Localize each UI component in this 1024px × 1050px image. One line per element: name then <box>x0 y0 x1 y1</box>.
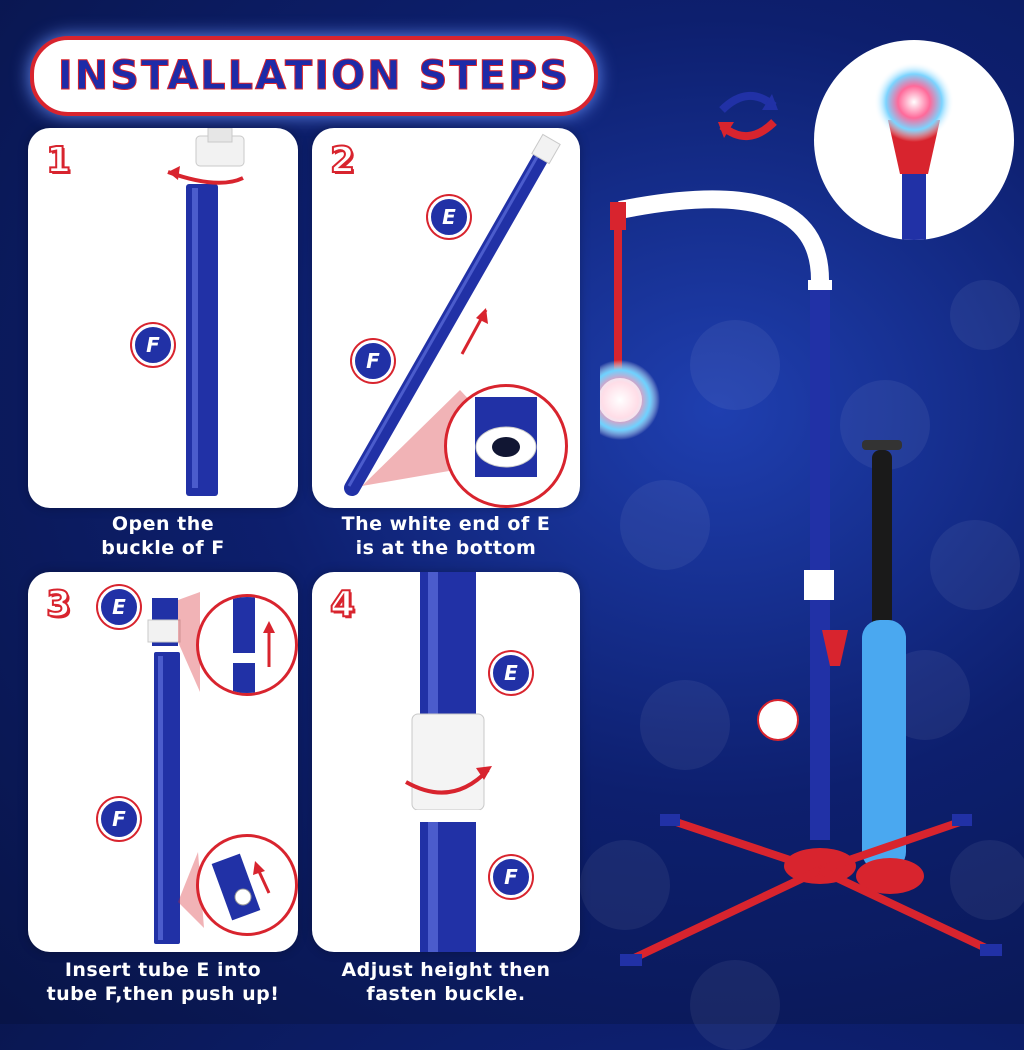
step-4-caption: Adjust height then fasten buckle. <box>296 958 596 1006</box>
step-number: 3 <box>45 583 72 626</box>
step-panel-4: 4 E F <box>312 572 580 952</box>
tube-insert-illustration <box>147 592 204 944</box>
bg-ball <box>640 680 730 770</box>
rotate-arrow-icon <box>405 768 490 795</box>
page-title: INSTALLATION STEPS <box>30 36 598 116</box>
label-f-badge: F <box>98 798 140 840</box>
glow-ball-inset <box>814 40 1014 240</box>
caption-line: fasten buckle. <box>366 983 526 1005</box>
tube-f-illustration <box>167 128 245 496</box>
caption-line: Open the <box>111 513 215 535</box>
bg-ball <box>950 280 1020 350</box>
tube-f-closeup <box>196 834 298 936</box>
label-f-badge: F <box>490 856 532 898</box>
bg-ball <box>690 320 780 410</box>
step-1-caption: Open the buckle of F <box>13 512 313 560</box>
bg-ball <box>620 480 710 570</box>
tube-end-closeup <box>475 397 537 477</box>
step-2-caption: The white end of E is at the bottom <box>296 512 596 560</box>
tube-e-closeup <box>196 594 298 696</box>
step-number: 2 <box>329 139 356 182</box>
bg-ball <box>950 840 1024 920</box>
caption-line: buckle of F <box>101 537 225 559</box>
bg-ball <box>930 520 1020 610</box>
buckle-illustration <box>405 572 492 952</box>
step-panel-1: 1 F <box>28 128 298 508</box>
caption-line: The white end of E <box>341 513 551 535</box>
caption-line: Adjust height then <box>341 959 551 981</box>
tube-e-detail <box>231 597 275 693</box>
label-f-badge: F <box>352 340 394 382</box>
tube-f-detail <box>211 853 271 921</box>
label-f-badge: F <box>132 324 174 366</box>
step-panel-2: 2 E F <box>312 128 580 508</box>
label-e-badge: E <box>428 196 470 238</box>
step-number: 1 <box>45 139 72 182</box>
step-number: 4 <box>329 583 356 626</box>
step-3-caption: Insert tube E into tube F,then push up! <box>13 958 313 1006</box>
caption-line: is at the bottom <box>355 537 537 559</box>
batting-tee-product <box>600 190 1002 966</box>
label-e-badge: E <box>490 652 532 694</box>
glow-ball-closeup <box>874 62 954 240</box>
caption-line: Insert tube E into <box>64 959 262 981</box>
bg-ball <box>580 840 670 930</box>
step-panel-3: 3 E F <box>28 572 298 952</box>
rotate-arrow-icon <box>167 170 244 185</box>
tube-end-inset <box>444 384 568 508</box>
caption-line: tube F,then push up! <box>46 983 280 1005</box>
swap-arrows-icon <box>718 91 778 141</box>
label-e-badge: E <box>98 586 140 628</box>
